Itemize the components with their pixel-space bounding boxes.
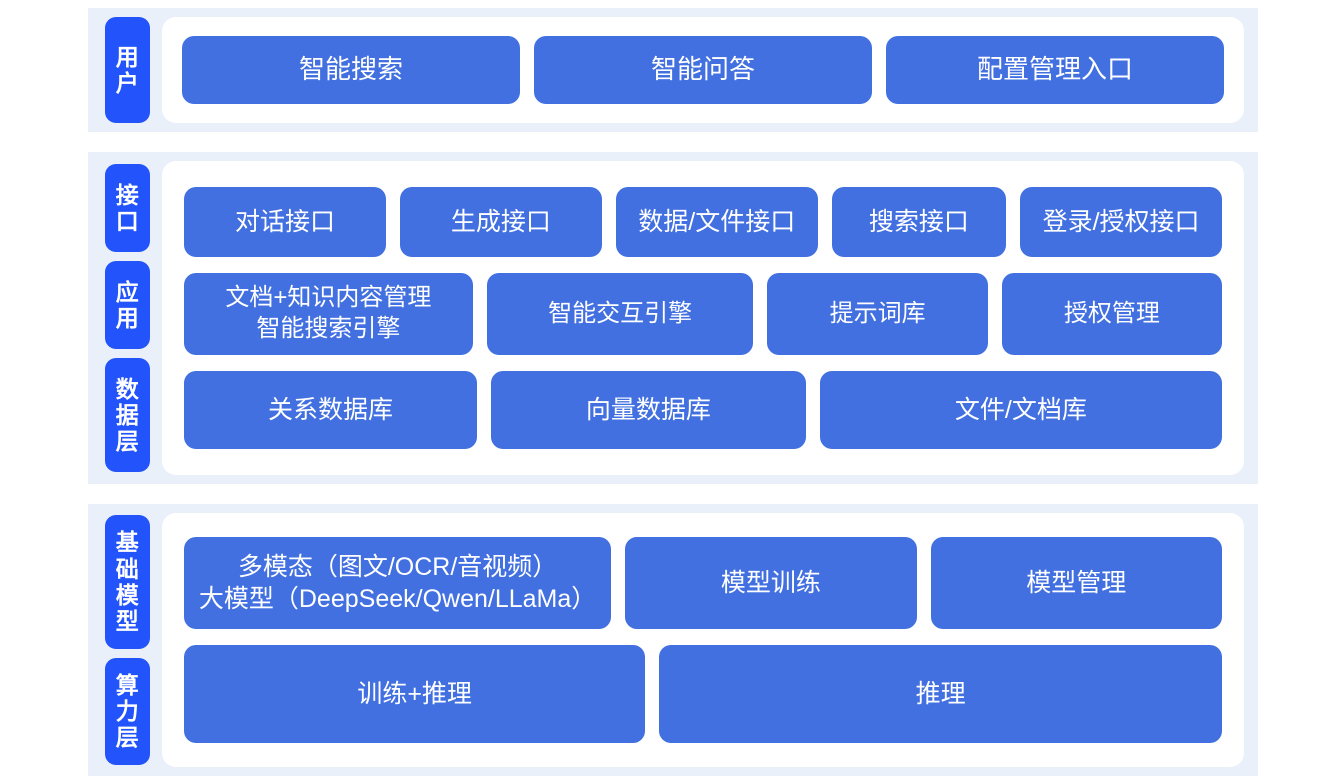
- tier-tab-data-layer[interactable]: 数据层: [105, 357, 150, 472]
- section-platform: 接口 应用 数据层 对话接口 生成接口 数据/文件接口 搜索接口 登录/授权接口…: [88, 152, 1258, 484]
- node-authorization-management[interactable]: 授权管理: [1001, 273, 1222, 355]
- tier-tab-group-infrastructure: 基础模型 算力层: [88, 504, 150, 776]
- node-dialog-interface[interactable]: 对话接口: [184, 187, 386, 257]
- row-interface: 对话接口 生成接口 数据/文件接口 搜索接口 登录/授权接口: [184, 187, 1222, 257]
- node-file-document-store[interactable]: 文件/文档库: [819, 371, 1222, 449]
- tier-tab-user[interactable]: 用户: [105, 17, 150, 123]
- node-relational-database[interactable]: 关系数据库: [184, 371, 477, 449]
- row-data-layer: 关系数据库 向量数据库 文件/文档库: [184, 371, 1222, 449]
- section-infrastructure: 基础模型 算力层 多模态（图文/OCR/音视频） 大模型（DeepSeek/Qw…: [88, 504, 1258, 776]
- row-foundation-model: 多模态（图文/OCR/音视频） 大模型（DeepSeek/Qwen/LLaMa）…: [184, 537, 1222, 629]
- node-login-auth-interface[interactable]: 登录/授权接口: [1020, 187, 1222, 257]
- tier-tab-foundation-model[interactable]: 基础模型: [105, 515, 150, 649]
- tier-tab-compute-layer[interactable]: 算力层: [105, 657, 150, 765]
- tier-tab-group-platform: 接口 应用 数据层: [88, 152, 150, 484]
- row-compute-layer: 训练+推理 推理: [184, 645, 1222, 743]
- node-model-training[interactable]: 模型训练: [625, 537, 917, 629]
- node-search-interface[interactable]: 搜索接口: [831, 187, 1007, 257]
- tier-tab-group-user: 用户: [88, 8, 150, 132]
- node-doc-knowledge-management[interactable]: 文档+知识内容管理 智能搜索引擎: [184, 273, 473, 355]
- section-card-infrastructure: 多模态（图文/OCR/音视频） 大模型（DeepSeek/Qwen/LLaMa）…: [162, 513, 1244, 767]
- node-smart-qa[interactable]: 智能问答: [534, 36, 872, 104]
- node-multimodal-large-model[interactable]: 多模态（图文/OCR/音视频） 大模型（DeepSeek/Qwen/LLaMa）: [184, 537, 612, 629]
- node-data-file-interface[interactable]: 数据/文件接口: [615, 187, 818, 257]
- node-smart-search[interactable]: 智能搜索: [182, 36, 520, 104]
- row-application: 文档+知识内容管理 智能搜索引擎 智能交互引擎 提示词库 授权管理: [184, 273, 1222, 355]
- node-vector-database[interactable]: 向量数据库: [490, 371, 806, 449]
- tier-tab-application[interactable]: 应用: [105, 260, 150, 349]
- node-prompt-library[interactable]: 提示词库: [767, 273, 988, 355]
- node-training-and-inference[interactable]: 训练+推理: [184, 645, 646, 743]
- section-card-platform: 对话接口 生成接口 数据/文件接口 搜索接口 登录/授权接口 文档+知识内容管理…: [162, 161, 1244, 475]
- row-user-entries: 智能搜索 智能问答 配置管理入口: [182, 36, 1224, 104]
- node-inference[interactable]: 推理: [659, 645, 1222, 743]
- node-model-management[interactable]: 模型管理: [930, 537, 1222, 629]
- section-card-user: 智能搜索 智能问答 配置管理入口: [162, 17, 1244, 123]
- node-generation-interface[interactable]: 生成接口: [399, 187, 602, 257]
- node-smart-interaction-engine[interactable]: 智能交互引擎: [486, 273, 754, 355]
- tier-tab-interface[interactable]: 接口: [105, 164, 150, 252]
- node-config-management-entry[interactable]: 配置管理入口: [886, 36, 1224, 104]
- section-user: 用户 智能搜索 智能问答 配置管理入口: [88, 8, 1258, 132]
